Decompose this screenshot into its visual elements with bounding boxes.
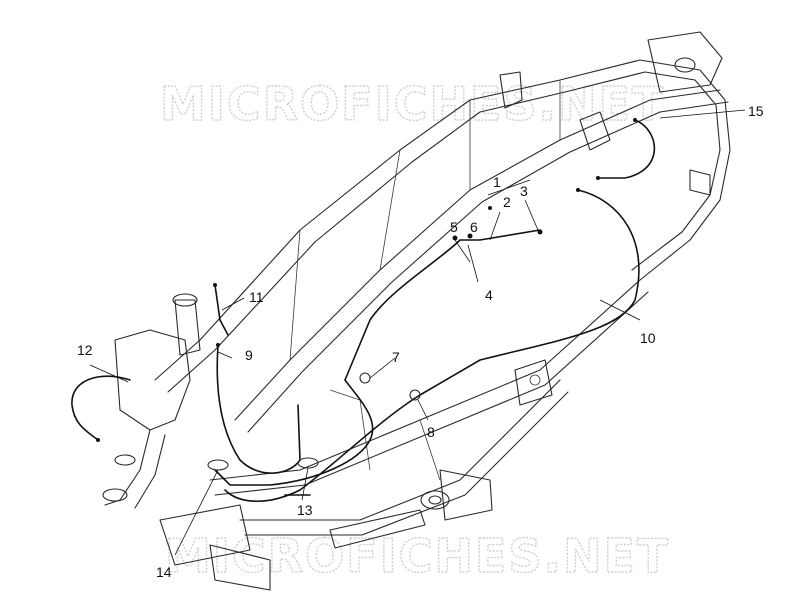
- part-6: [467, 233, 473, 239]
- callout-3: 3: [520, 183, 528, 199]
- cable-12: [71, 375, 131, 441]
- part-3: [537, 229, 543, 235]
- cable-15: [597, 119, 656, 179]
- callout-2: 2: [503, 194, 511, 210]
- callout-11: 11: [249, 289, 264, 305]
- callout-15: 15: [748, 103, 764, 119]
- watermark-bottom: MICROFICHES.NET: [165, 529, 670, 583]
- cable-10: [419, 189, 640, 396]
- clamp-7: [359, 372, 371, 384]
- callout-13: 13: [297, 502, 313, 518]
- cable-9: [216, 344, 301, 474]
- callout-10: 10: [640, 330, 656, 346]
- clamp-14: [207, 459, 229, 471]
- cable-main: [214, 379, 374, 486]
- part-5: [452, 235, 458, 241]
- callout-14: 14: [156, 564, 172, 580]
- part-2-dot: [488, 206, 492, 210]
- leader-lines: [89, 109, 746, 556]
- callout-9: 9: [245, 347, 253, 363]
- cable-11: [214, 284, 229, 336]
- callout-7: 7: [392, 349, 400, 365]
- watermark-top: MICROFICHES.NET: [160, 77, 665, 131]
- cable-2: [344, 229, 541, 381]
- callout-6: 6: [470, 219, 478, 235]
- callout-4: 4: [485, 287, 493, 303]
- callout-8: 8: [427, 424, 435, 440]
- callout-5: 5: [450, 219, 458, 235]
- clamp-8: [409, 389, 421, 401]
- callout-12: 12: [77, 342, 93, 358]
- callouts: 1 2 3 4 5 6 7 8 9 10 11 12 13 14 15: [77, 103, 764, 580]
- callout-1: 1: [493, 174, 501, 190]
